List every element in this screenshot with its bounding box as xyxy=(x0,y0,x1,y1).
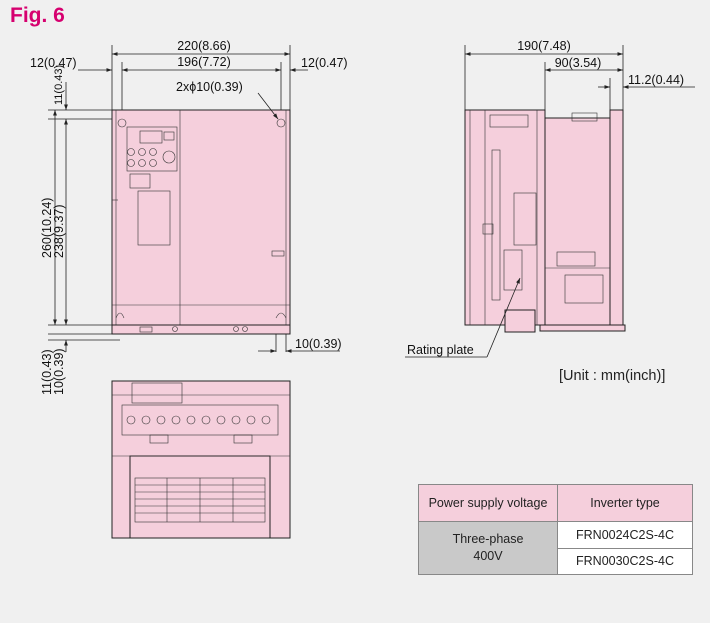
dim-overall-width: 220(8.66) xyxy=(177,39,231,53)
bottom-view xyxy=(111,380,291,539)
front-view: 220(8.66) 196(7.72) 12(0.47) 12(0.47) 2x… xyxy=(30,39,348,395)
dim-overall-depth: 190(7.48) xyxy=(517,39,571,53)
inverter-type-cell: FRN0030C2S-4C xyxy=(557,547,693,575)
dim-rear-depth: 90(3.54) xyxy=(555,56,602,70)
header-power-supply: Power supply voltage xyxy=(418,484,558,522)
figure-title: Fig. 6 xyxy=(10,4,65,27)
dim-mount-pitch: 196(7.72) xyxy=(177,55,231,69)
dim-overall-height: 260(10.24) xyxy=(40,198,54,258)
dim-flange: 11.2(0.44) xyxy=(628,73,684,87)
dim-slot-width: 10(0.39) xyxy=(295,337,342,351)
table-row: Three-phase 400V FRN0024C2S-4C xyxy=(418,521,693,575)
unit-note: [Unit : mm(inch)] xyxy=(559,368,666,384)
inverter-type-cell: FRN0024C2S-4C xyxy=(557,521,693,549)
dim-top-margin: 11(0.43) xyxy=(53,65,65,105)
voltage-group-cell: Three-phase 400V xyxy=(418,521,558,575)
dim-mount-height: 238(9.37) xyxy=(52,204,66,258)
dim-right-margin: 12(0.47) xyxy=(301,56,348,70)
rating-plate-label: Rating plate xyxy=(407,343,474,357)
side-view: 190(7.48) 90(3.54) 11.2(0.44) Rating pla… xyxy=(405,39,695,358)
table-header-row: Power supply voltage Inverter type xyxy=(418,484,693,522)
spec-table: Power supply voltage Inverter type Three… xyxy=(418,484,693,575)
dim-holes: 2xϕ10(0.39) xyxy=(176,80,243,94)
dim-left-margin: 12(0.47) xyxy=(30,56,77,70)
header-inverter-type: Inverter type xyxy=(557,484,693,522)
table-row: FRN0030C2S-4C xyxy=(419,547,693,575)
dim-bottom-slot: 10(0.39) xyxy=(52,348,66,395)
dim-bottom-margin: 11(0.43) xyxy=(40,349,54,395)
